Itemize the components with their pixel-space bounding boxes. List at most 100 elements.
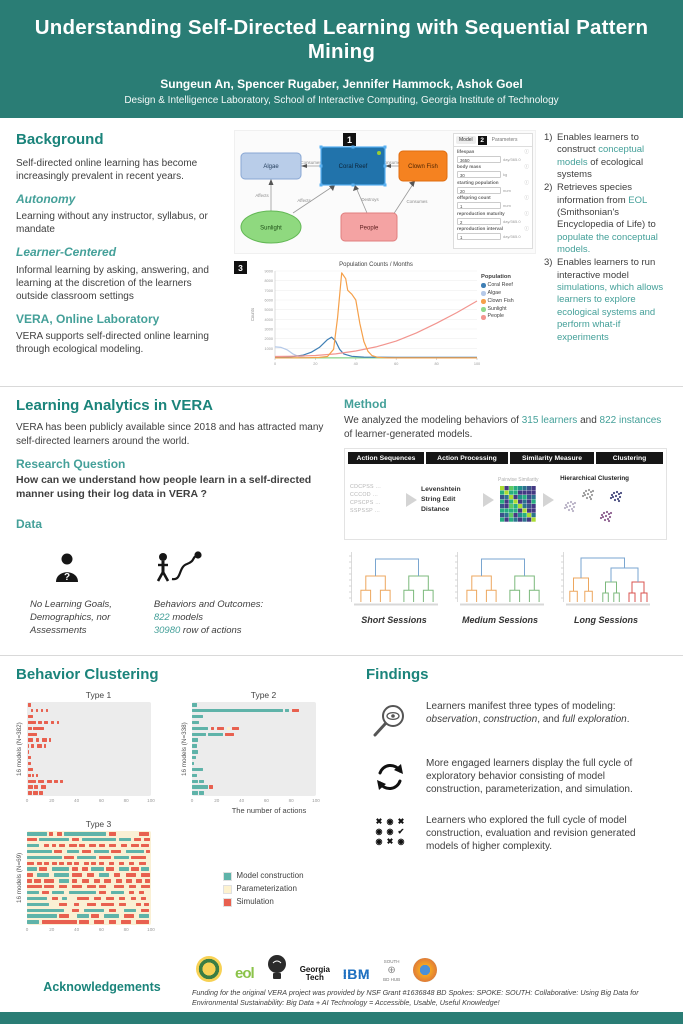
poster-header: Understanding Self-Directed Learning wit…	[0, 0, 683, 118]
event-segment	[59, 902, 67, 907]
node-algae	[240, 152, 302, 180]
node-sunlight	[240, 210, 302, 244]
analytics-column: Learning Analytics in VERA VERA has been…	[16, 397, 332, 655]
xo-grid-icon: ✖◉✖ ◉◉✔ ◉✖◉	[375, 816, 405, 846]
dendrogram-1: Short Sessions	[346, 550, 442, 625]
event-segment	[28, 732, 37, 736]
svg-text:8000: 8000	[265, 279, 273, 283]
analytics-section: Learning Analytics in VERA VERA has been…	[0, 387, 683, 655]
event-segment	[209, 785, 214, 789]
node-coral-reef-label: Coral Reef	[339, 164, 368, 170]
event-segment	[131, 867, 139, 871]
event-segment	[84, 908, 104, 912]
vera-text: VERA supports self-directed online learn…	[16, 331, 209, 356]
logo-nsf	[196, 956, 222, 982]
event-segment	[131, 855, 147, 860]
event-segment	[76, 896, 89, 901]
event-segment	[40, 709, 44, 713]
subsection-vera: VERA, Online Laboratory VERA supports se…	[16, 312, 226, 357]
event-segment	[79, 843, 86, 848]
edge-affects-1: Affects	[255, 193, 269, 198]
event-segment	[91, 861, 97, 865]
event-segment	[40, 785, 46, 789]
event-segment	[98, 873, 109, 877]
event-segment	[28, 773, 31, 778]
vera-screenshot-figure: 1	[234, 130, 536, 382]
event-segment	[27, 920, 40, 924]
event-segment	[199, 791, 205, 795]
event-segment	[86, 885, 97, 889]
event-segment	[143, 902, 149, 907]
event-segment	[71, 879, 77, 883]
event-segment	[34, 879, 41, 883]
badge-2: 2	[477, 135, 487, 145]
svg-text:5000: 5000	[265, 308, 273, 312]
svg-text:Counts: Counts	[250, 308, 255, 321]
event-segment	[39, 867, 47, 871]
node-people-label: People	[360, 226, 379, 232]
subsection-learner-centered: Learner-Centered Informal learning by as…	[16, 245, 226, 303]
event-segment	[27, 855, 62, 860]
event-segment	[27, 849, 52, 854]
event-segment	[28, 714, 34, 719]
svg-text:2000: 2000	[265, 337, 273, 341]
node-sunlight-label: Sunlight	[260, 226, 282, 232]
event-segment	[98, 861, 104, 865]
event-segment	[56, 720, 60, 725]
event-segment	[141, 908, 149, 912]
event-segment	[118, 861, 124, 865]
event-segment	[31, 773, 35, 778]
tab-parameters[interactable]: Parameters	[491, 137, 518, 143]
event-segment	[136, 879, 143, 883]
method-heading: Method	[344, 397, 387, 411]
no-goals-text: No Learning Goals, Demographics, nor Ass…	[30, 599, 112, 636]
cycle-arrows-icon	[366, 757, 414, 795]
event-segment	[231, 726, 240, 731]
tab-model[interactable]: Model	[456, 136, 476, 144]
edge-affects-2: Affects	[297, 198, 311, 203]
event-segment	[210, 726, 215, 731]
event-segment	[61, 896, 67, 901]
pipeline-header-action-sequences: Action Sequences	[348, 452, 424, 464]
event-segment	[71, 867, 78, 871]
analytics-heading: Learning Analytics in VERA	[16, 397, 213, 414]
footer-bar	[0, 1012, 683, 1024]
event-segment	[28, 750, 30, 754]
event-segment	[44, 843, 50, 848]
event-segment	[192, 709, 283, 713]
event-segment	[50, 720, 55, 725]
acknowledgements-heading: Acknowledgements	[43, 980, 161, 994]
edge-consumes-1: Consumes	[301, 160, 323, 165]
autonomy-label: Autonomy	[16, 191, 76, 206]
node-algae-label: Algae	[263, 164, 279, 170]
event-segment	[136, 902, 142, 907]
event-segment	[192, 720, 200, 725]
event-segment	[192, 703, 197, 707]
logo-eol: eol	[235, 965, 255, 982]
finding-3-text: Learners who explored the full cycle of …	[426, 814, 636, 852]
event-segment	[69, 843, 77, 848]
authors: Sungeun An, Spencer Rugaber, Jennifer Ha…	[160, 77, 523, 91]
conceptual-model-diagram: 1	[240, 133, 448, 244]
node-clown-fish	[398, 150, 448, 182]
finding-item-3: ✖◉✖ ◉◉✔ ◉✖◉ Learners who explored the fu…	[366, 814, 667, 854]
pipeline-body: CDCPSS ...CCCOD ...CPSCPS ...SSPSSP ... …	[348, 464, 663, 536]
event-segment	[41, 920, 77, 924]
event-segment	[56, 832, 62, 836]
event-segment	[113, 855, 129, 860]
event-segment	[38, 720, 42, 725]
event-segment	[226, 726, 231, 731]
event-segment	[44, 861, 50, 865]
event-segment	[28, 779, 36, 783]
feature-point-1: 1)Enables learners to construct conceptu…	[544, 132, 645, 181]
finding-item-1: Learners manifest three types of modelin…	[366, 700, 667, 740]
event-segment	[141, 873, 150, 877]
